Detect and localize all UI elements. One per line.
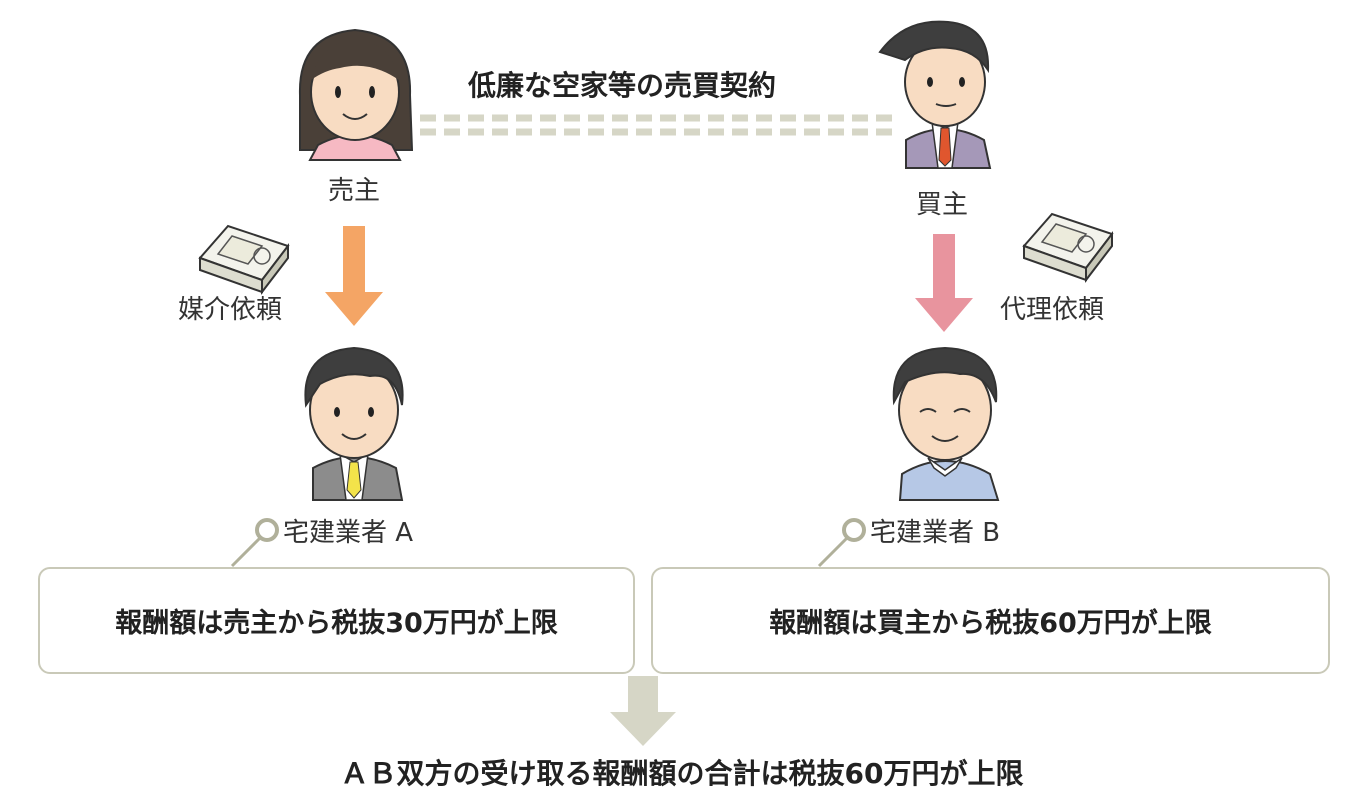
agent-a-connector — [230, 518, 279, 568]
buyer-request-arrow — [915, 234, 973, 332]
buyer-person-icon — [878, 20, 992, 169]
money-icon-seller — [198, 224, 290, 295]
agent-b-label: 宅建業者 B — [870, 518, 1001, 548]
conclusion-text: ＡＢ双方の受け取る報酬額の合計は税抜60万円が上限 — [340, 757, 1024, 790]
agent-b-fee-box: 報酬額は買主から税抜60万円が上限 — [651, 567, 1330, 674]
seller-person-icon — [298, 28, 414, 161]
conclusion-arrow — [610, 676, 676, 746]
buyer-request-label: 代理依頼 — [1000, 295, 1105, 325]
contract-label: 低廉な空家等の売買契約 — [468, 69, 777, 102]
agent-a-fee-text: 報酬額は売主から税抜30万円が上限 — [115, 608, 558, 639]
contract-dashed-line — [420, 114, 895, 136]
agent-b-fee-text: 報酬額は買主から税抜60万円が上限 — [769, 608, 1212, 639]
buyer-label: 買主 — [916, 190, 969, 220]
agent-a-label: 宅建業者 A — [283, 518, 414, 548]
agent-b-connector — [817, 518, 866, 568]
seller-request-arrow — [325, 226, 383, 326]
seller-request-label: 媒介依頼 — [178, 295, 283, 325]
agent-b-person-icon — [892, 346, 1000, 501]
money-icon-buyer — [1022, 212, 1114, 283]
agent-a-person-icon — [304, 346, 404, 501]
seller-label: 売主 — [328, 176, 381, 206]
agent-a-fee-box: 報酬額は売主から税抜30万円が上限 — [38, 567, 635, 674]
